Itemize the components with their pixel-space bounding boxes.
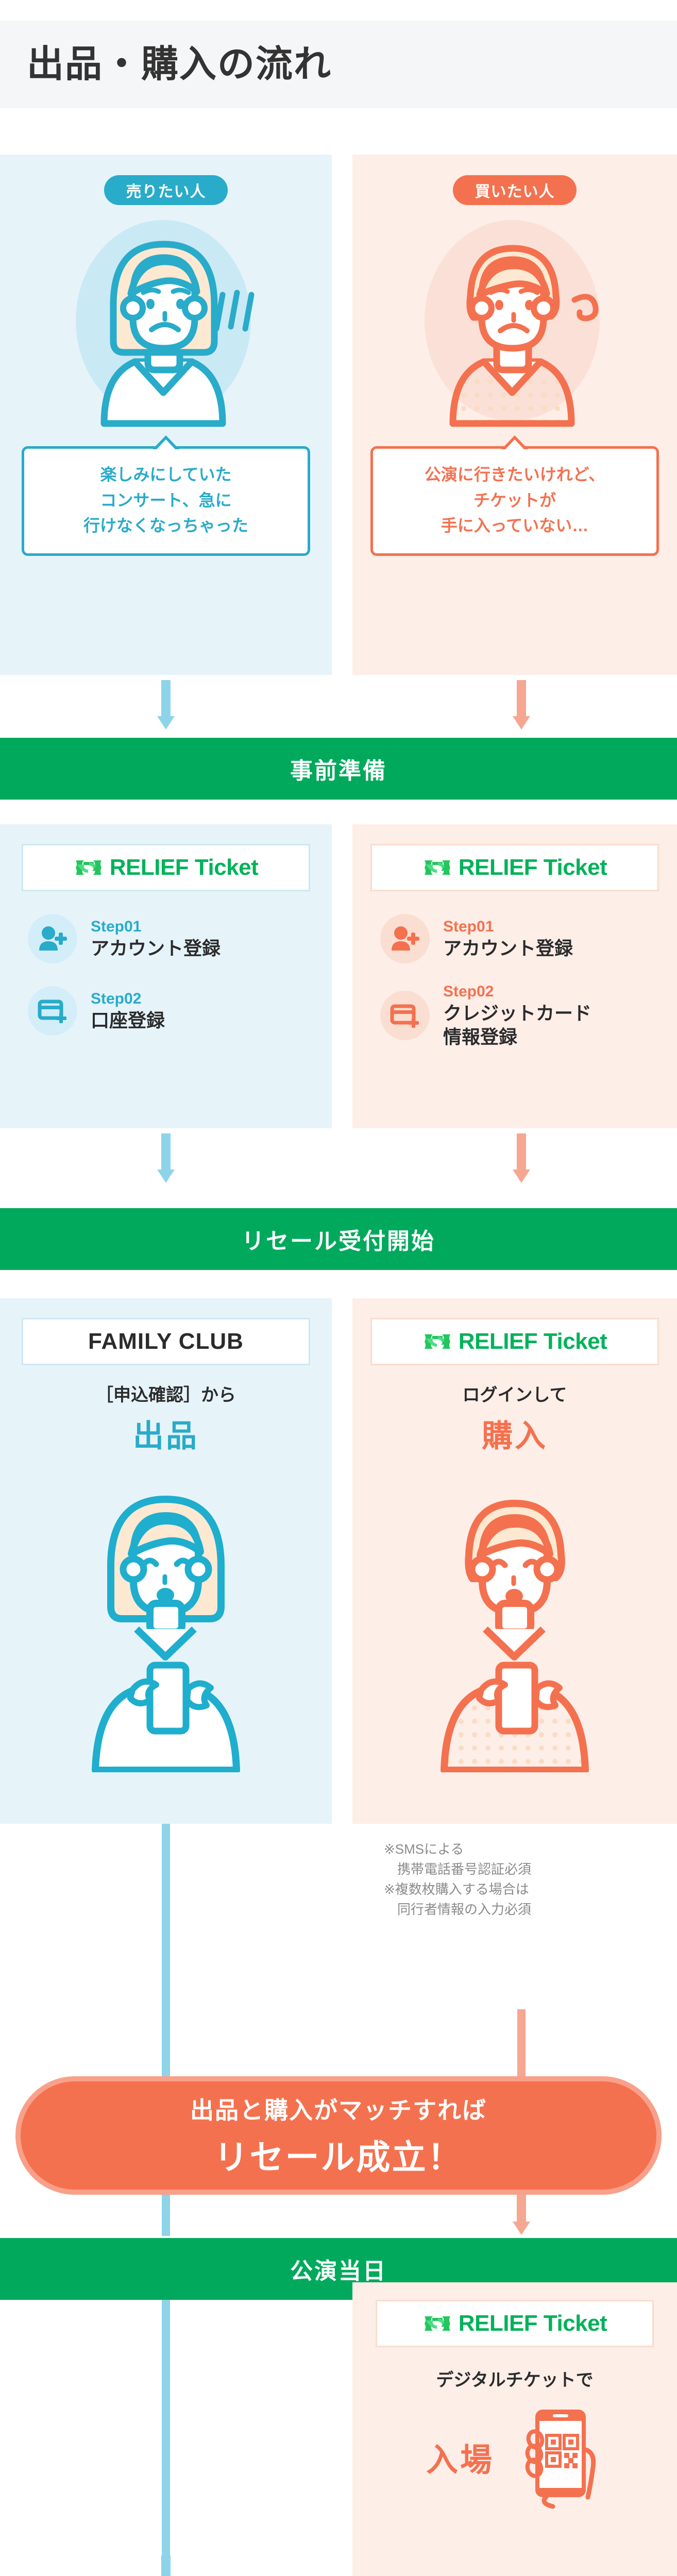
buyer-note-line-1: ※SMSによる xyxy=(384,1841,464,1857)
buyer-step-2-label-line-2: 情報登録 xyxy=(443,1026,518,1047)
seller-step-2: Step02 口座登録 xyxy=(28,986,332,1036)
flow-arrow-seller-to-resale xyxy=(157,1133,175,1183)
seller-step-1: Step01 アカウント登録 xyxy=(28,914,332,963)
seller-bubble-line-3: 行けなくなっちゃった xyxy=(83,516,248,535)
card-add-icon xyxy=(380,990,430,1040)
buyer-resale-action: 購入 xyxy=(482,1419,548,1453)
relief-ticket-brand-text: RELIEF Ticket xyxy=(458,855,607,880)
buyer-resale-subtitle: ログインして xyxy=(462,1385,567,1405)
connector-line-buyer-to-match xyxy=(517,2009,526,2079)
card-add-icon xyxy=(28,986,77,1036)
seller-bubble-line-1: 楽しみにしていた xyxy=(100,465,232,484)
entry-subtitle: デジタルチケットで xyxy=(436,2370,594,2390)
person-add-icon xyxy=(28,914,77,963)
seller-bubble-line-2: コンサート、急に xyxy=(100,490,232,510)
flow-arrow-to-payout xyxy=(157,2555,175,2576)
seller-step-2-label: 口座登録 xyxy=(91,1009,165,1031)
relief-ticket-logo-icon xyxy=(424,2316,450,2331)
relief-ticket-logo-icon xyxy=(424,1334,450,1349)
buyer-persona-panel: 買いたい人 xyxy=(352,155,677,675)
match-banner-line-2: リセール成立！ xyxy=(214,2138,463,2176)
seller-step-1-number: Step01 xyxy=(91,918,142,936)
buyer-purchase-notes: ※SMSによる 携帯電話番号認証必須 ※複数枚購入する場合は 同行者情報の入力必… xyxy=(384,1839,531,1920)
relief-ticket-brand-plate: RELIEF Ticket xyxy=(22,844,310,891)
stage-banner-prep: 事前準備 xyxy=(0,738,677,800)
relief-ticket-brand-text: RELIEF Ticket xyxy=(109,855,259,880)
page-title: 出品・購入の流れ xyxy=(27,44,332,85)
seller-step-2-number: Step02 xyxy=(91,990,142,1008)
seller-speech-bubble: 楽しみにしていた コンサート、急に 行けなくなっちゃった xyxy=(22,435,310,556)
bubble-tail-inner xyxy=(156,439,176,450)
flow-arrow-seller-to-prep xyxy=(157,680,175,730)
buyer-step-2-number: Step02 xyxy=(443,983,494,1000)
hand-holding-phone-qr-illustration xyxy=(505,2400,603,2514)
buyer-note-line-3: ※複数枚購入する場合は xyxy=(384,1882,529,1897)
bubble-tail-inner xyxy=(505,439,524,450)
connector-line-match-to-eventday-seller xyxy=(162,2195,170,2236)
relief-ticket-brand-text: RELIEF Ticket xyxy=(458,2311,607,2336)
smiling-woman-with-phone-illustration xyxy=(0,1463,332,1775)
relief-ticket-brand-plate: RELIEF Ticket xyxy=(376,2300,654,2347)
seller-resale-action: 出品 xyxy=(133,1419,199,1453)
connector-line-eventday-to-payout xyxy=(162,2300,170,2573)
buyer-bubble-line-2: チケットが xyxy=(473,490,556,510)
buyer-speech-bubble: 公演に行きたいけれど、 チケットが 手に入っていない… xyxy=(370,435,659,556)
worried-woman-illustration xyxy=(0,217,332,439)
connector-line-seller-to-match xyxy=(162,1824,170,2079)
relief-ticket-logo-icon xyxy=(75,860,101,875)
page-header: 出品・購入の流れ xyxy=(0,21,677,108)
seller-resale-panel: FAMILY CLUB ［申込確認］から 出品 xyxy=(0,1298,332,1824)
family-club-brand-text: FAMILY CLUB xyxy=(88,1329,244,1354)
worried-man-illustration xyxy=(352,217,677,439)
entry-action-label: 入場 xyxy=(426,2443,494,2478)
stage-banner-resale-open: リセール受付開始 xyxy=(0,1208,677,1270)
buyer-note-line-2: 携帯電話番号認証必須 xyxy=(384,1861,532,1877)
flow-arrow-buyer-to-prep xyxy=(513,680,530,730)
buyer-bubble-line-1: 公演に行きたいけれど、 xyxy=(424,465,605,484)
flow-arrow-match-to-eventday-buyer xyxy=(513,2195,530,2235)
buyer-entry-panel: RELIEF Ticket デジタルチケットで 入場 xyxy=(352,2282,677,2576)
buyer-prep-panel: RELIEF Ticket Step01 アカウント登録 Step xyxy=(352,824,677,1128)
buyer-note-line-4: 同行者情報の入力必須 xyxy=(384,1902,532,1917)
smiling-man-with-phone-illustration xyxy=(352,1463,677,1775)
match-banner-line-1: 出品と購入がマッチすれば xyxy=(190,2097,487,2124)
buyer-step-1-number: Step01 xyxy=(443,918,494,936)
flow-arrow-buyer-to-resale xyxy=(513,1133,530,1183)
person-add-icon xyxy=(380,914,430,963)
relief-ticket-logo-icon xyxy=(424,860,450,875)
seller-resale-subtitle: ［申込確認］から xyxy=(96,1385,236,1405)
family-club-brand-plate: FAMILY CLUB xyxy=(22,1318,310,1365)
relief-ticket-brand-text: RELIEF Ticket xyxy=(458,1329,607,1354)
seller-persona-badge: 売りたい人 xyxy=(104,175,228,205)
buyer-bubble-line-3: 手に入っていない… xyxy=(441,516,589,535)
relief-ticket-brand-plate: RELIEF Ticket xyxy=(370,844,659,891)
buyer-step-2-label-line-1: クレジットカード xyxy=(443,1002,592,1024)
resale-match-banner: 出品と購入がマッチすれば リセール成立！ xyxy=(15,2076,662,2195)
seller-persona-panel: 売りたい人 xyxy=(0,155,332,675)
buyer-step-2: Step02 クレジットカード 情報登録 xyxy=(380,982,677,1049)
seller-step-1-label: アカウント登録 xyxy=(91,937,221,959)
seller-prep-panel: RELIEF Ticket Step01 アカウント登録 Step xyxy=(0,824,332,1128)
buyer-resale-panel: RELIEF Ticket ログインして 購入 xyxy=(352,1298,677,1824)
buyer-step-1: Step01 アカウント登録 xyxy=(380,914,677,963)
buyer-persona-badge: 買いたい人 xyxy=(453,175,577,205)
relief-ticket-brand-plate: RELIEF Ticket xyxy=(370,1318,659,1365)
entry-action-row: 入場 xyxy=(352,2400,677,2514)
buyer-step-1-label: アカウント登録 xyxy=(443,937,573,959)
